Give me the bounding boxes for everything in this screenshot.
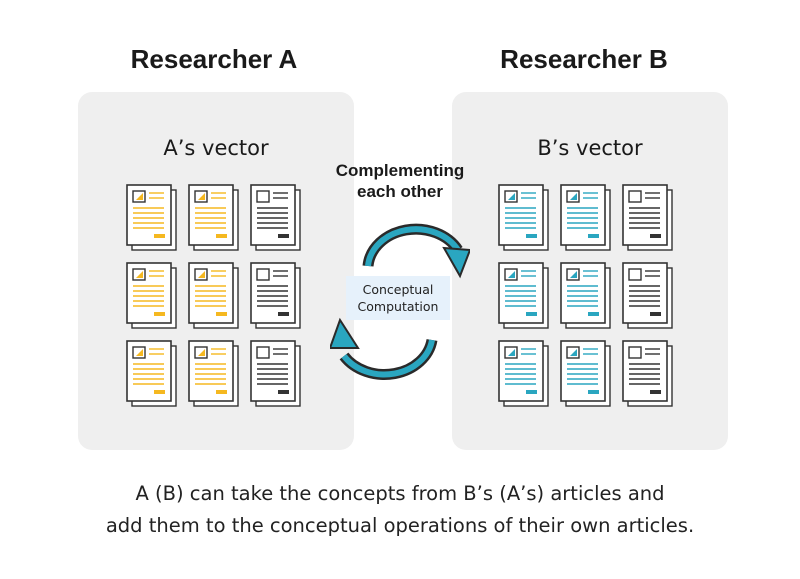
complement-line-2: each other	[357, 182, 443, 201]
computation-line-2: Computation	[357, 299, 439, 314]
researcher-a-document-1-icon	[126, 184, 177, 251]
researcher-b-document-9-icon	[622, 340, 673, 407]
researcher-b-document-7-icon	[498, 340, 549, 407]
bottom-arrow-arc-fill	[341, 339, 435, 378]
researcher-a-documents	[126, 184, 301, 407]
researcher-b-document-2-icon	[560, 184, 611, 251]
researcher-a-document-9-icon	[250, 340, 301, 407]
researcher-a-document-7-icon	[126, 340, 177, 407]
cycle-arrows-icon	[330, 223, 470, 380]
caption-line-2: add them to the conceptual operations of…	[105, 514, 695, 537]
researcher-b-document-6-icon	[622, 262, 673, 329]
researcher-a-document-2-icon	[188, 184, 239, 251]
a-vector-label: A’s vector	[163, 136, 269, 160]
complementing-label: Complementing each other	[310, 160, 490, 202]
researcher-b-title: Researcher B	[500, 44, 668, 74]
researcher-b-document-8-icon	[560, 340, 611, 407]
researcher-b-documents	[498, 184, 673, 407]
researcher-a-document-6-icon	[250, 262, 301, 329]
researcher-b-document-4-icon	[498, 262, 549, 329]
caption: A (B) can take the concepts from B’s (A’…	[20, 478, 780, 542]
caption-line-1: A (B) can take the concepts from B’s (A’…	[135, 482, 665, 505]
b-vector-label: B’s vector	[537, 136, 643, 160]
conceptual-computation-box: Conceptual Computation	[346, 276, 450, 320]
researcher-a-title: Researcher A	[130, 44, 298, 74]
researcher-a-document-8-icon	[188, 340, 239, 407]
bottom-arrowhead	[330, 317, 360, 349]
researcher-b-document-1-icon	[498, 184, 549, 251]
computation-line-1: Conceptual	[362, 282, 434, 297]
researcher-b-document-5-icon	[560, 262, 611, 329]
complement-line-1: Complementing	[335, 161, 465, 180]
researcher-b-document-3-icon	[622, 184, 673, 251]
top-arrow-arc-fill	[365, 226, 461, 267]
top-arrowhead	[442, 246, 470, 279]
researcher-a-document-3-icon	[250, 184, 301, 251]
researcher-a-document-4-icon	[126, 262, 177, 329]
researcher-a-document-5-icon	[188, 262, 239, 329]
